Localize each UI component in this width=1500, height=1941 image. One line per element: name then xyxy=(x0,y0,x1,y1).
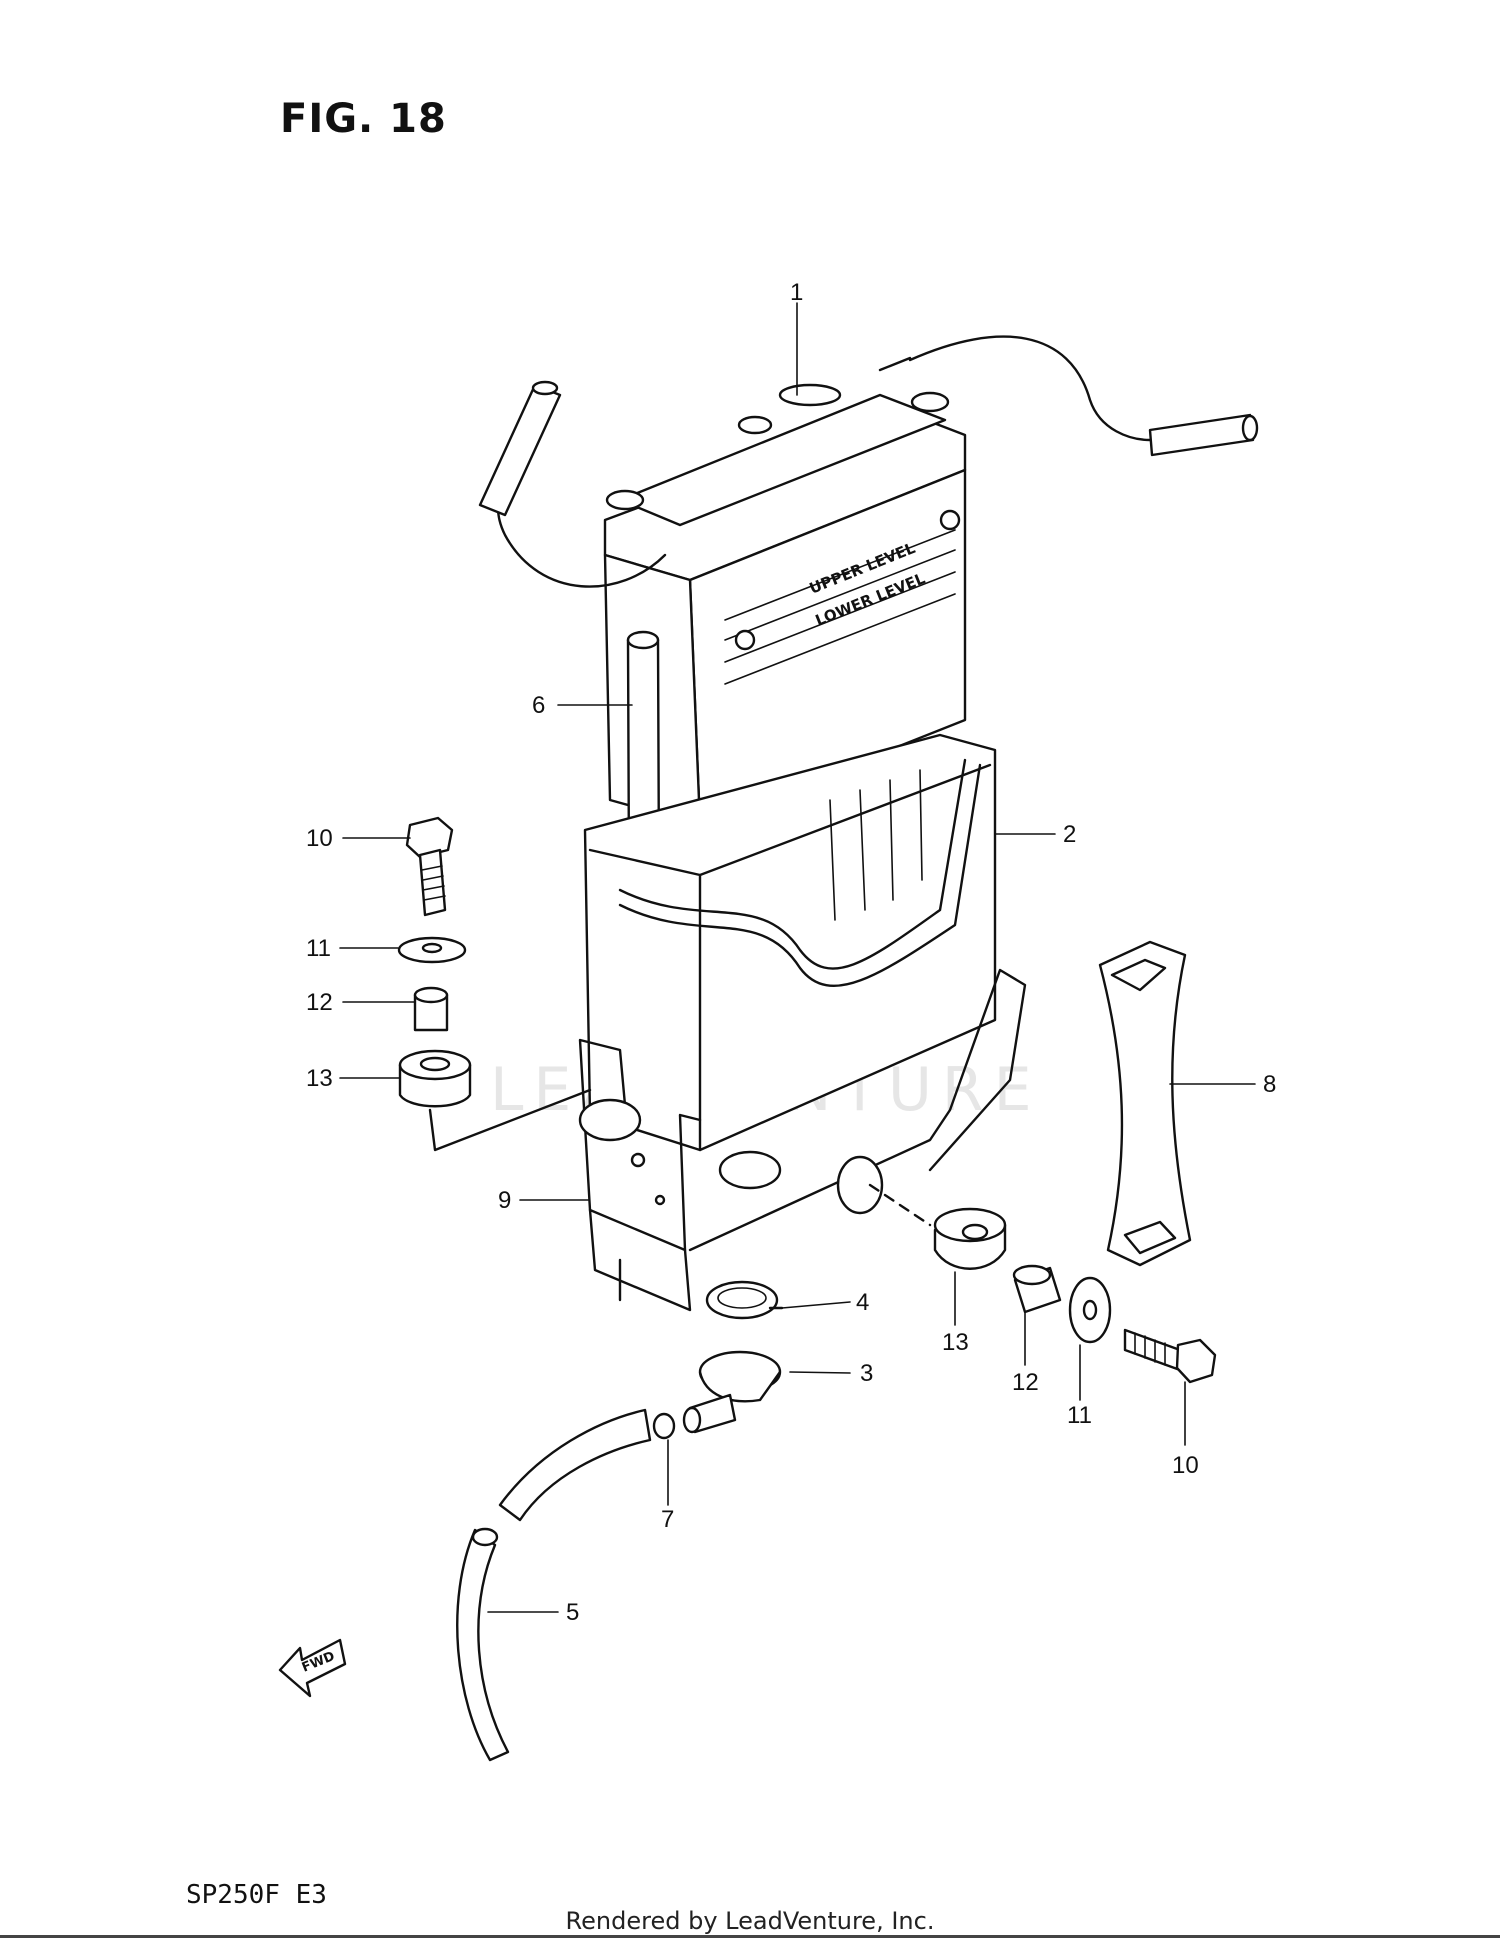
model-code: SP250F E3 xyxy=(186,1880,327,1910)
callout-8: 8 xyxy=(1263,1071,1276,1098)
callout-9: 9 xyxy=(498,1187,511,1214)
cushion-right xyxy=(933,1207,1007,1270)
callout-12-right: 12 xyxy=(1012,1369,1039,1396)
callout-11-right: 11 xyxy=(1067,1402,1092,1429)
footer-divider xyxy=(0,1935,1500,1938)
bolt-right xyxy=(1123,1328,1217,1384)
assembly-guide-left xyxy=(428,1088,592,1152)
callout-10-left: 10 xyxy=(306,825,333,852)
cushion-left xyxy=(398,1049,472,1108)
battery-tray xyxy=(583,733,997,1152)
washer-left xyxy=(397,936,467,964)
washer-right xyxy=(1068,1276,1112,1344)
bolt-left xyxy=(405,816,454,917)
drain-hose xyxy=(456,1408,652,1762)
forward-arrow-icon: FWD xyxy=(278,1638,347,1698)
callout-13-right: 13 xyxy=(942,1329,969,1356)
callout-4: 4 xyxy=(856,1289,869,1316)
callout-2: 2 xyxy=(1063,821,1076,848)
battery: UPPER LEVEL LOWER LEVEL xyxy=(478,335,1259,827)
hose-clamp xyxy=(652,1412,676,1440)
snap-ring xyxy=(705,1280,784,1320)
battery-bracket xyxy=(578,968,1027,1312)
leader-lines xyxy=(339,302,1256,1613)
collar-right xyxy=(1012,1264,1062,1314)
callout-3: 3 xyxy=(860,1360,873,1387)
callout-1: 1 xyxy=(790,279,803,306)
figure-title: FIG. 18 xyxy=(280,96,447,142)
callout-6: 6 xyxy=(532,692,545,719)
callout-11-left: 11 xyxy=(306,935,331,962)
callout-12-left: 12 xyxy=(306,989,333,1016)
drain-cap xyxy=(682,1350,782,1434)
callout-10-right: 10 xyxy=(1172,1452,1199,1479)
callout-13-left: 13 xyxy=(306,1065,333,1092)
callout-5: 5 xyxy=(566,1599,579,1626)
callout-7: 7 xyxy=(661,1506,674,1533)
assembly-guide-right xyxy=(868,1183,932,1227)
collar-left xyxy=(413,986,449,1032)
battery-band xyxy=(1098,940,1192,1267)
footer-credit: Rendered by LeadVenture, Inc. xyxy=(565,1907,935,1935)
